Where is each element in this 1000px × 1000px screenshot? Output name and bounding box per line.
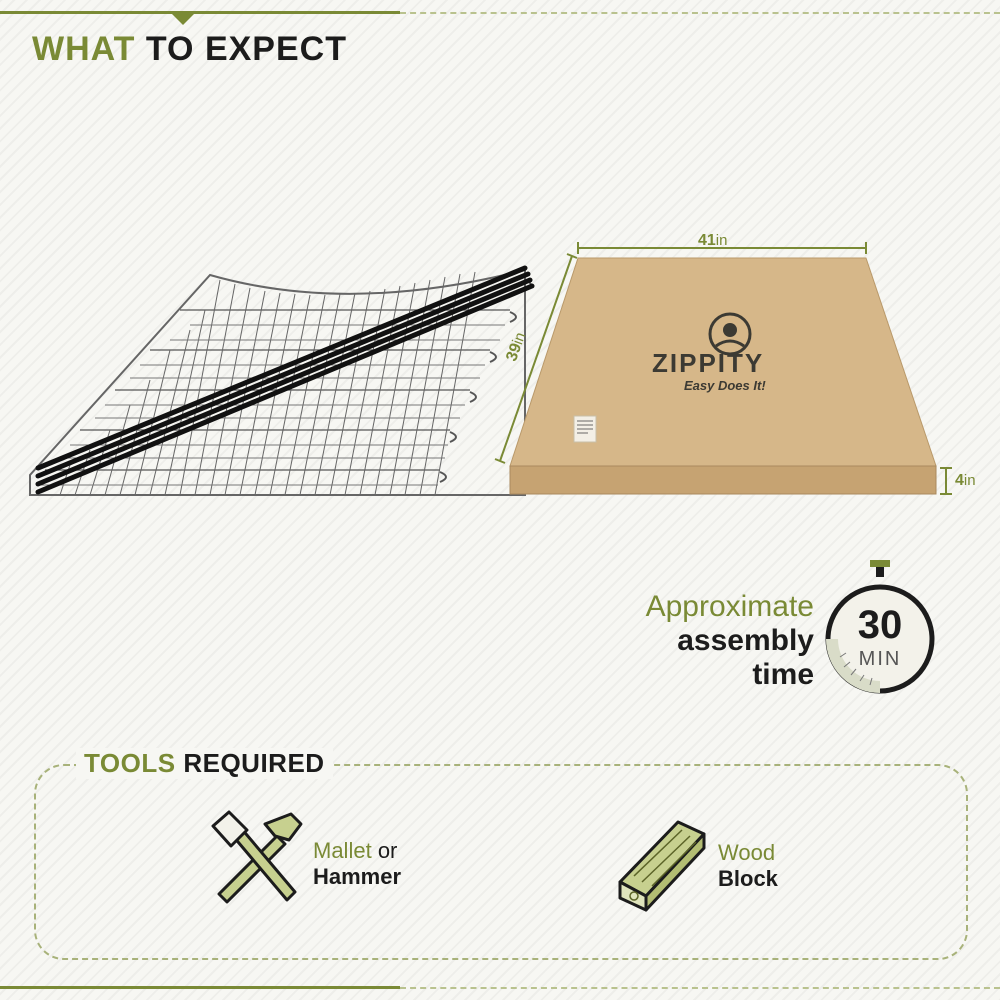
header-rule	[0, 11, 400, 14]
mallet-hammer-icon	[211, 810, 303, 904]
box-brand: ZIPPITY	[652, 348, 765, 378]
box-tagline: Easy Does It!	[684, 378, 766, 393]
box-depth-label: 4in	[955, 472, 976, 489]
assembly-line3: time	[752, 658, 814, 691]
shipping-box-graphic: 41in 39in 4in ZIPPITY Easy Does It!	[488, 232, 988, 526]
header-notch	[172, 14, 194, 25]
title-part1: WHAT	[32, 30, 136, 68]
tool-label-wood-block: Wood Block	[718, 840, 778, 891]
title-part2: TO EXPECT	[145, 30, 347, 68]
tool-label-mallet: Mallet or Hammer	[313, 838, 402, 889]
fence-panels-image	[29, 265, 535, 496]
box-width-label: 41in	[698, 232, 728, 249]
footer-dashed-rule	[400, 987, 1000, 989]
wood-block-icon	[618, 820, 706, 912]
stopwatch-icon	[825, 560, 935, 694]
tools-title-part2: REQUIRED	[183, 748, 325, 778]
header-dashed-rule	[400, 12, 1000, 14]
assembly-line2: assembly	[677, 624, 814, 657]
assembly-minutes: 30	[857, 603, 903, 647]
footer-rule	[0, 986, 400, 989]
box-svg	[494, 242, 952, 495]
assembly-time-text: Approximate assembly time	[560, 590, 814, 692]
tools-frame	[34, 764, 968, 960]
panel-grid	[29, 268, 532, 496]
ground-stakes	[35, 265, 535, 495]
tools-title: TOOLS REQUIRED	[76, 748, 333, 779]
assembly-unit: MIN	[858, 648, 902, 670]
assembly-line1: Approximate	[645, 590, 814, 623]
tools-title-part1: TOOLS	[84, 748, 176, 778]
page-title: WHAT TO EXPECT	[32, 30, 347, 69]
